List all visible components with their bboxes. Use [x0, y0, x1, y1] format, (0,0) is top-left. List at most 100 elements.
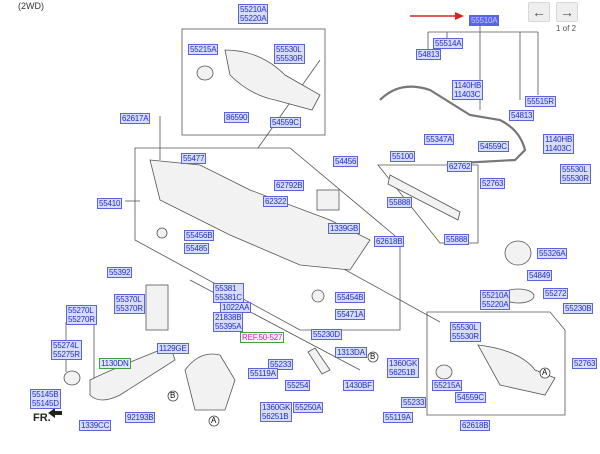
callout-b-right-text: B	[370, 352, 376, 361]
ref-label[interactable]: REF.50-527	[240, 332, 285, 343]
part-label-55100[interactable]: 55100	[390, 151, 416, 162]
part-knuckle	[184, 353, 236, 411]
callout-b-left	[167, 390, 179, 402]
part-number-text: 55215A	[434, 381, 461, 390]
part-label-54559c[interactable]: 54559C	[478, 141, 509, 152]
part-number-text: 55233	[403, 398, 425, 407]
part-number-text: 1140HB	[454, 81, 482, 90]
part-label-1313da[interactable]: 1313DA	[335, 347, 367, 358]
part-label-55456b[interactable]: 55456B	[184, 230, 215, 241]
part-number-text: 55347A	[426, 135, 453, 144]
part-label-55410[interactable]: 55410	[97, 198, 123, 209]
part-label-55230d[interactable]: 55230D	[311, 329, 342, 340]
part-number-text: 55210A	[240, 5, 267, 14]
part-label-55485[interactable]: 55485	[184, 243, 210, 254]
part-number-text: 55370R	[116, 304, 143, 313]
part-number-text: 55233	[270, 360, 292, 369]
part-label-1130dn[interactable]: 1130DN	[99, 358, 131, 369]
part-number-text: 55456B	[186, 231, 213, 240]
part-label-1129ge[interactable]: 1129GE	[157, 343, 189, 354]
part-bushing-55456b	[156, 227, 168, 239]
part-label-55230b[interactable]: 55230B	[563, 303, 594, 314]
part-label-55119a[interactable]: 55119A	[248, 368, 278, 379]
part-number-text: 55454B	[337, 293, 364, 302]
part-label-55233[interactable]: 55233	[401, 397, 427, 408]
part-label-55347a[interactable]: 55347A	[424, 134, 455, 145]
part-label-52763[interactable]: 52763	[572, 358, 598, 369]
part-number-text: 86590	[226, 113, 248, 122]
part-label-55888[interactable]: 55888	[387, 197, 413, 208]
part-number-text: 55395A	[215, 322, 242, 331]
part-label-62617a[interactable]: 62617A	[120, 113, 151, 124]
part-number-text: 55381C	[215, 293, 242, 302]
part-label-55215a[interactable]: 55215A	[188, 44, 219, 55]
part-lower-arm-bottom	[477, 344, 556, 396]
part-label-55477[interactable]: 55477	[181, 153, 207, 164]
part-number-text: 1339CC	[81, 421, 110, 430]
part-label-1339cc[interactable]: 1339CC	[79, 420, 112, 431]
part-number-text: 54813	[511, 111, 533, 120]
prev-page-button[interactable]: ←	[528, 2, 550, 22]
part-number-text: 11403C	[454, 90, 481, 99]
part-label-55272[interactable]: 55272	[543, 288, 569, 299]
part-label-1430bf[interactable]: 1430BF	[343, 380, 374, 391]
part-label-62792b[interactable]: 62792B	[274, 180, 305, 191]
part-label-54456[interactable]: 54456	[333, 156, 359, 167]
part-label-62762[interactable]: 62762	[447, 161, 473, 172]
part-label-52763[interactable]: 52763	[480, 178, 506, 189]
part-label-55254[interactable]: 55254	[285, 380, 311, 391]
part-number-text: 55220A	[482, 300, 509, 309]
part-label-54849[interactable]: 54849	[527, 270, 553, 281]
part-number-text: 55477	[183, 154, 205, 163]
part-label-55250a[interactable]: 55250A	[293, 402, 324, 413]
part-number-text: 1339GB	[330, 224, 359, 233]
part-number-text: 55510A	[471, 16, 498, 25]
part-label-55119a[interactable]: 55119A	[383, 412, 413, 423]
part-label-54559c[interactable]: 54559C	[270, 117, 301, 128]
part-label-55215a[interactable]: 55215A	[432, 380, 463, 391]
part-number-text: 55530L	[276, 45, 302, 54]
part-number-text: 54559C	[457, 393, 484, 402]
part-label-62322[interactable]: 62322	[263, 196, 289, 207]
part-label-55326a[interactable]: 55326A	[537, 248, 568, 259]
part-label-55454b[interactable]: 55454B	[335, 292, 366, 303]
part-label-55514a[interactable]: 55514A	[433, 38, 464, 49]
part-label-86590[interactable]: 86590	[224, 112, 250, 123]
part-label-92193b[interactable]: 92193B	[125, 412, 156, 423]
part-label-55510a[interactable]: 55510A	[469, 15, 500, 26]
part-label-55888[interactable]: 55888	[444, 234, 470, 245]
part-label-1339gb[interactable]: 1339GB	[328, 223, 361, 234]
part-number-text: 92193B	[127, 413, 154, 422]
part-label-55471a[interactable]: 55471A	[335, 309, 366, 320]
part-number-text: 55100	[392, 152, 414, 161]
part-label-62618b[interactable]: 62618B	[460, 420, 491, 431]
part-label-54813[interactable]: 54813	[509, 110, 535, 121]
part-label-55515r[interactable]: 55515R	[525, 96, 556, 107]
part-label-55392[interactable]: 55392	[107, 267, 133, 278]
part-bushing-55274l	[63, 370, 81, 386]
next-page-button[interactable]: →	[556, 2, 578, 22]
part-label-54559c[interactable]: 54559C	[455, 392, 486, 403]
part-label-55233[interactable]: 55233	[268, 359, 294, 370]
part-number-text: 55410	[99, 199, 121, 208]
part-number-text: 52763	[574, 359, 596, 368]
part-label-62618b[interactable]: 62618B	[374, 236, 405, 247]
part-number-text: 55254	[287, 381, 309, 390]
part-label-54813[interactable]: 54813	[416, 49, 442, 60]
part-number-text: 11403C	[545, 144, 572, 153]
